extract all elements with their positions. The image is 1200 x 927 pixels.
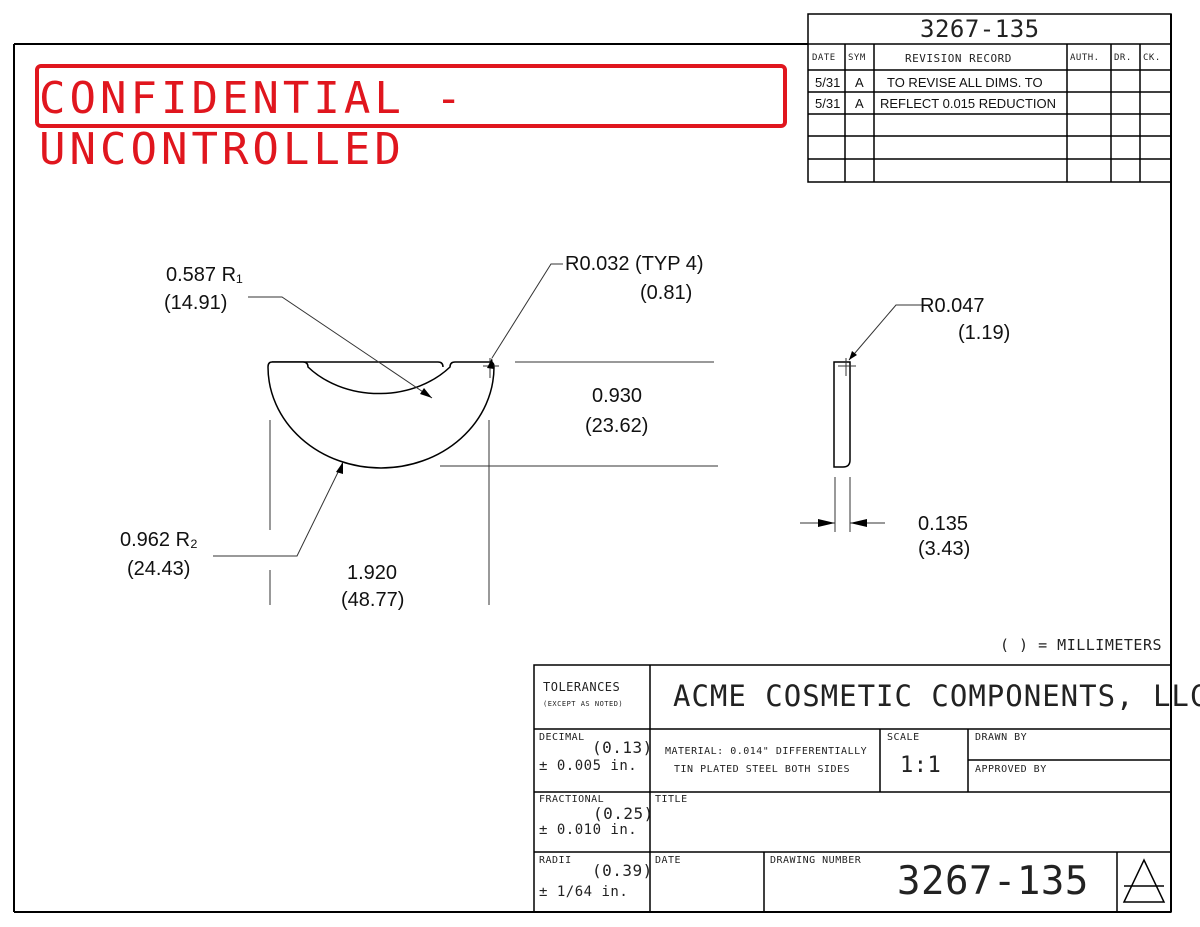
scale-value: 1:1	[900, 753, 942, 778]
approved-by-label: APPROVED BY	[975, 764, 1047, 775]
title-label: TITLE	[655, 794, 688, 805]
dim-width-in: 1.920	[347, 562, 398, 584]
radii-label: RADII	[539, 855, 572, 866]
drawing-number: 3267-135	[897, 859, 1089, 904]
rev-header-sym: SYM	[848, 53, 866, 63]
part-side-view	[833, 361, 851, 468]
dimension-arrowheads	[336, 351, 867, 527]
fractional-tol: ± 0.010 in.	[539, 822, 638, 838]
rev-row-date: 5/31	[815, 75, 841, 90]
title-block-grid	[533, 664, 1172, 913]
date-label: DATE	[655, 855, 682, 866]
rev-row-record: TO REVISE ALL DIMS. TO	[887, 75, 1043, 90]
decimal-label: DECIMAL	[539, 732, 585, 743]
dim-height-mm: (23.62)	[585, 415, 649, 437]
units-note: ( ) = MILLIMETERS	[1000, 636, 1163, 654]
dim-r2-in: 0.962 R₂	[120, 529, 198, 551]
rev-header-ck: CK.	[1143, 53, 1161, 63]
dim-height-in: 0.930	[592, 385, 643, 407]
company-name: ACME COSMETIC COMPONENTS, LLC	[673, 679, 1200, 713]
dimension-lines	[213, 263, 927, 605]
tolerances-label: TOLERANCES	[543, 680, 621, 694]
dim-thick-in: 0.135	[918, 513, 969, 535]
rev-header-date: DATE	[812, 53, 836, 63]
part-front-view	[267, 361, 495, 469]
confidential-text: CONFIDENTIAL - UNCONTROLLED	[39, 73, 466, 175]
dim-r1-in: 0.587 R₁	[166, 264, 243, 286]
decimal-mm: (0.13)	[592, 738, 653, 757]
dim-r-typ-in: R0.032 (TYP 4)	[565, 253, 704, 275]
rev-header-record: REVISION RECORD	[905, 52, 1012, 65]
material-line-2: TIN PLATED STEEL BOTH SIDES	[674, 764, 851, 775]
radii-mm: (0.39)	[592, 861, 653, 880]
fractional-label: FRACTIONAL	[539, 794, 605, 805]
rev-row-sym: A	[855, 75, 864, 90]
fractional-mm: (0.25)	[593, 804, 654, 823]
dim-r-side-mm: (1.19)	[958, 322, 1011, 344]
rev-header-auth: AUTH.	[1070, 53, 1100, 63]
dim-r-typ-mm: (0.81)	[640, 282, 693, 304]
revision-table-grid	[807, 13, 1172, 183]
material-line-1: MATERIAL: 0.014" DIFFERENTIALLY	[665, 746, 868, 757]
dim-r-side-in: R0.047	[920, 295, 985, 317]
radii-tol: ± 1/64 in.	[539, 884, 629, 900]
drawn-by-label: DRAWN BY	[975, 732, 1028, 743]
except-label: (EXCEPT AS NOTED)	[543, 700, 624, 708]
rev-row-sym: A	[855, 96, 864, 111]
drawing-number-top: 3267-135	[920, 15, 1040, 43]
confidential-stamp: CONFIDENTIAL - UNCONTROLLED	[35, 64, 787, 175]
rev-row-record: REFLECT 0.015 REDUCTION	[880, 96, 1057, 111]
revision-triangle-icon	[1122, 858, 1166, 903]
dim-width-mm: (48.77)	[341, 589, 405, 611]
scale-label: SCALE	[887, 732, 920, 743]
dim-r2-mm: (24.43)	[127, 558, 191, 580]
drawing-number-label: DRAWING NUMBER	[770, 855, 862, 866]
rev-header-dr: DR.	[1114, 53, 1132, 63]
dim-thick-mm: (3.43)	[918, 538, 971, 560]
rev-row-date: 5/31	[815, 96, 841, 111]
dim-r1-mm: (14.91)	[164, 292, 228, 314]
decimal-tol: ± 0.005 in.	[539, 758, 638, 774]
